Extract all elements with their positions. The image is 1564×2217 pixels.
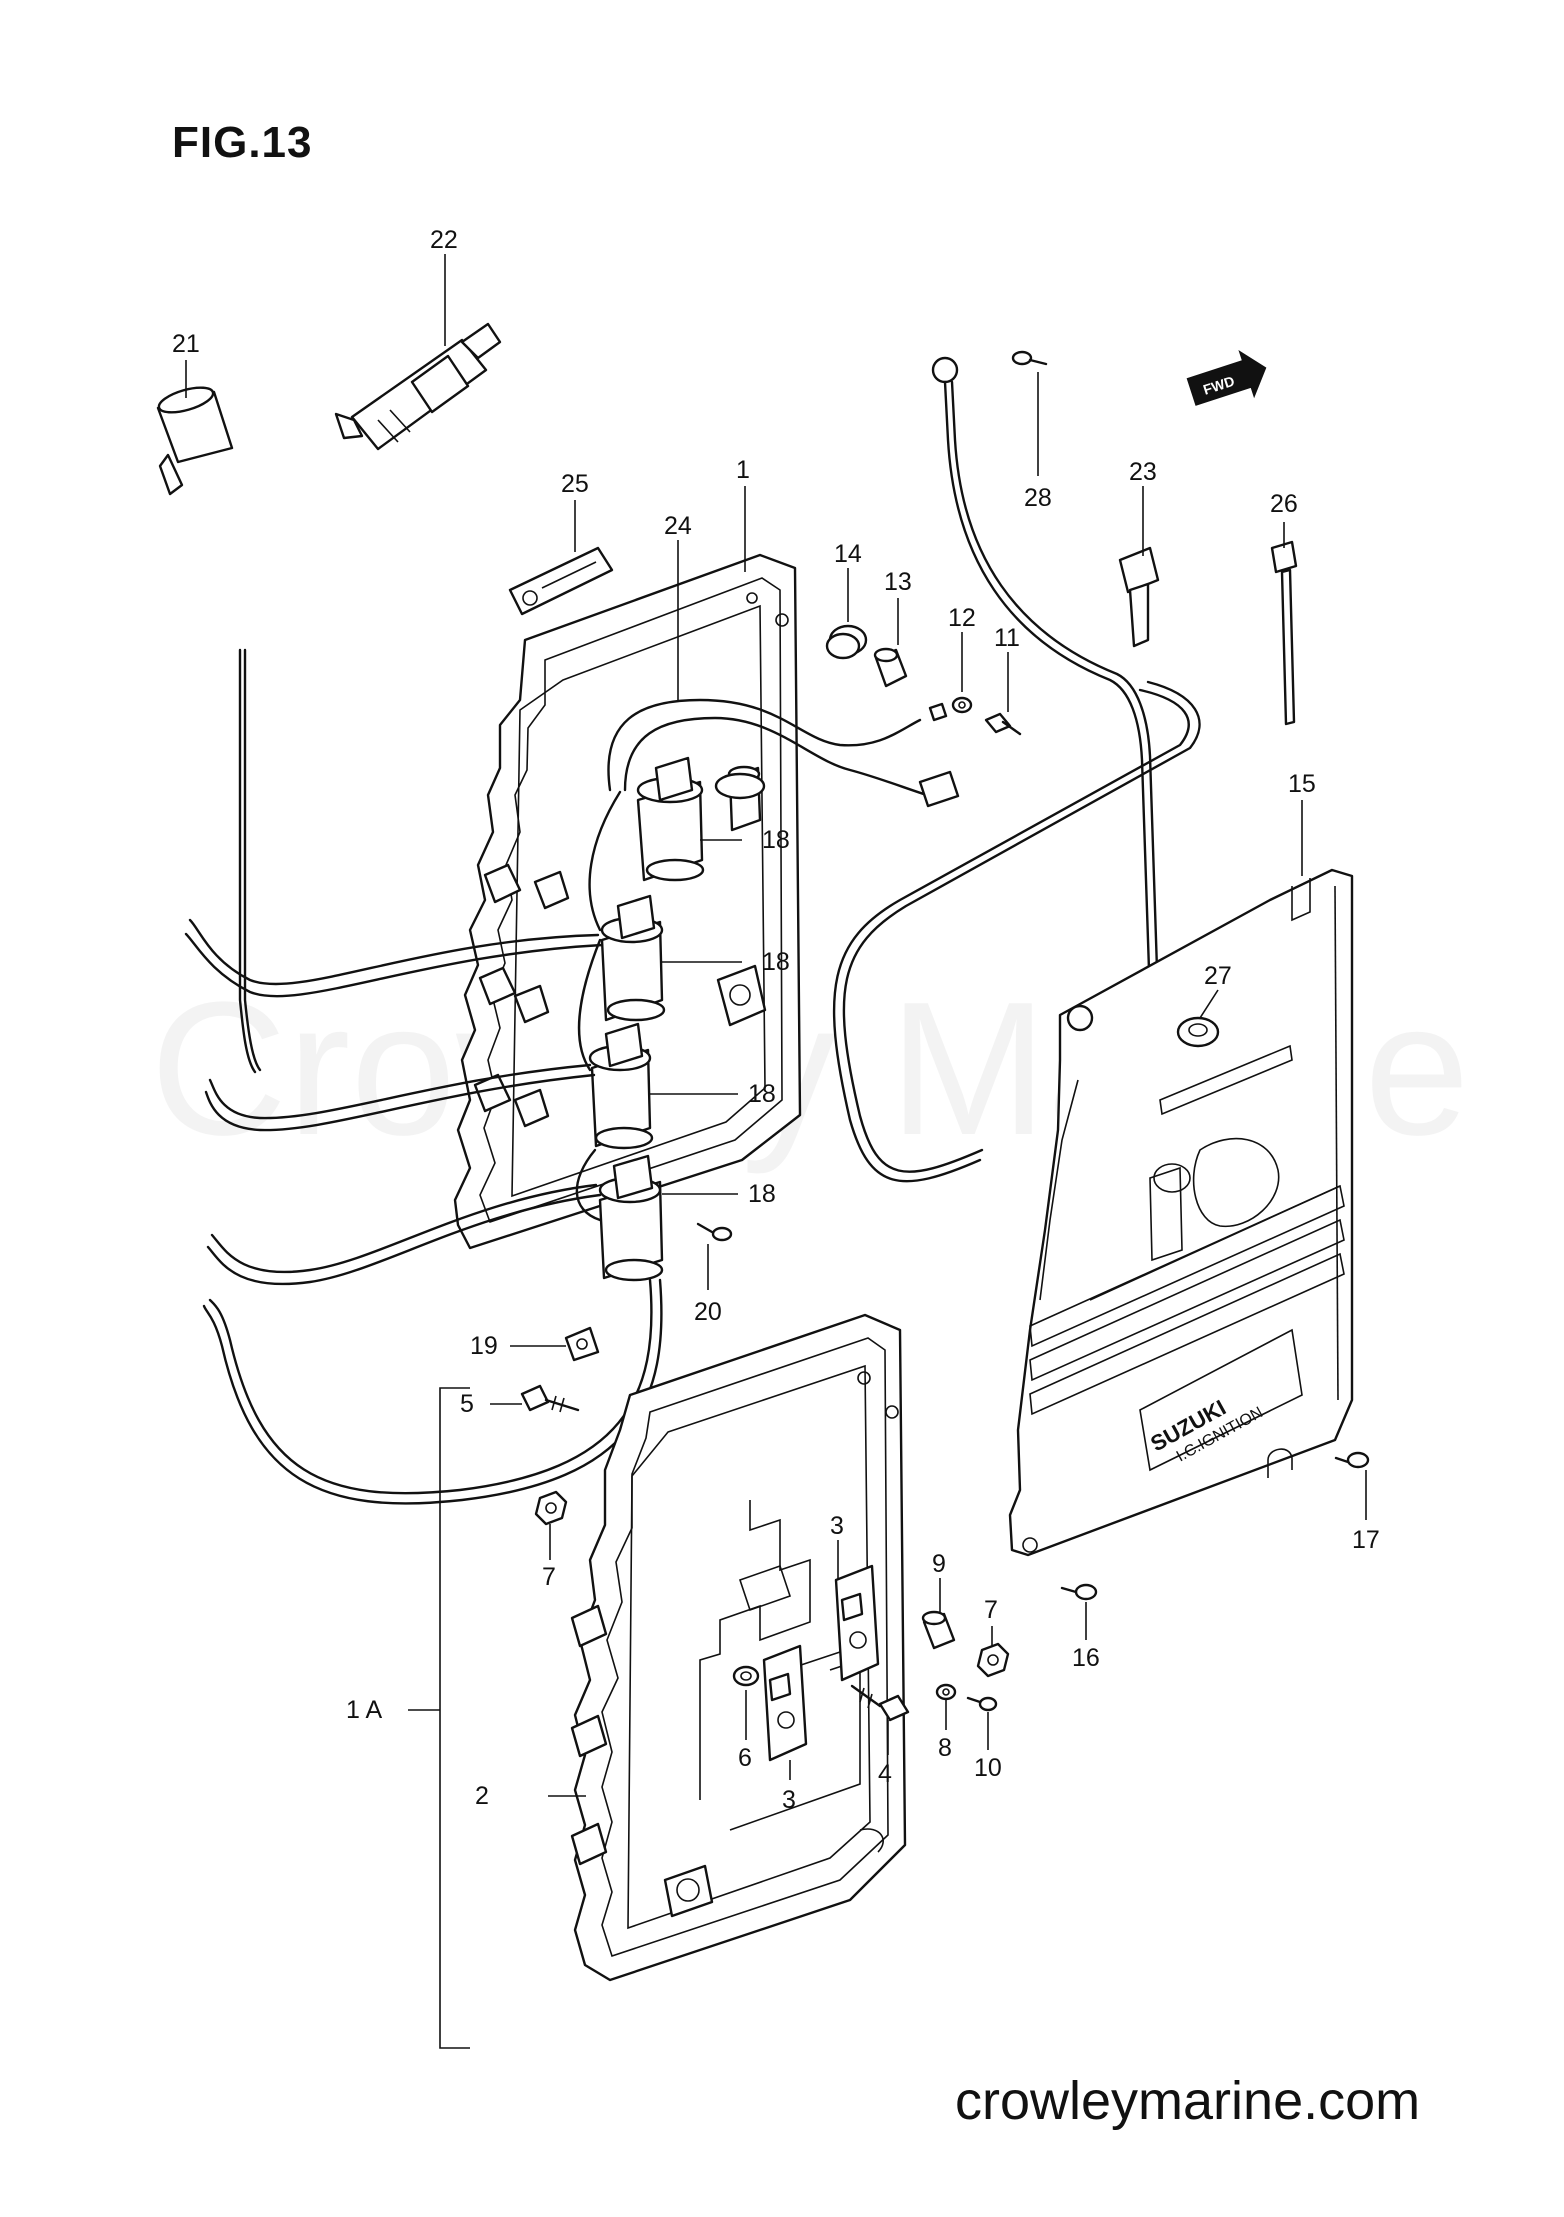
part-10-screw[interactable]: [966, 1696, 998, 1712]
leaders-18: [650, 839, 742, 1195]
callout-11: 11: [994, 624, 1020, 652]
callout-18-c: 18: [748, 1080, 776, 1108]
part-20-screw[interactable]: [696, 1222, 733, 1242]
callout-9: 9: [932, 1550, 946, 1578]
part-11-bolt[interactable]: [984, 712, 1022, 736]
callout-21: 21: [172, 330, 200, 358]
part-18-ignition-coil-3[interactable]: [588, 1022, 654, 1150]
part-18-ignition-coil-4[interactable]: [598, 1154, 664, 1282]
callout-labels: 1 1 A 2 3 3 4 5 6 7 7 8 9 10 11 12 13 14…: [172, 226, 1380, 1814]
callout-6: 6: [738, 1744, 752, 1772]
callout-8: 8: [938, 1734, 952, 1762]
part-23-ground-cable[interactable]: [832, 356, 1201, 1183]
callout-2: 2: [475, 1782, 489, 1810]
part-18-ignition-coil-2[interactable]: [600, 894, 666, 1022]
part-14-grommet[interactable]: [825, 624, 868, 660]
part-28-screw[interactable]: [1011, 350, 1048, 366]
part-13-collar[interactable]: [873, 647, 908, 688]
part-3-bracket-upper[interactable]: [834, 1564, 880, 1682]
callout-1: 1: [736, 456, 750, 484]
part-7-nut-right[interactable]: [976, 1642, 1010, 1678]
part-4-bolt[interactable]: [850, 1684, 910, 1722]
callout-25: 25: [561, 470, 589, 498]
part-8-washer[interactable]: [935, 1683, 957, 1701]
callout-17: 17: [1352, 1526, 1380, 1554]
callout-18-d: 18: [748, 1180, 776, 1208]
part-26-cable-tie[interactable]: [1270, 540, 1298, 726]
callout-15: 15: [1288, 770, 1316, 798]
callout-4: 4: [878, 1760, 892, 1788]
callout-18-a: 18: [762, 826, 790, 854]
callout-7-right: 7: [984, 1596, 998, 1624]
part-12-washer[interactable]: [951, 696, 973, 714]
callout-28: 28: [1024, 484, 1052, 512]
part-9-collar[interactable]: [921, 1610, 956, 1650]
part-17-screw[interactable]: [1334, 1451, 1370, 1469]
part-16-screw[interactable]: [1060, 1583, 1098, 1601]
callout-3-lower: 3: [782, 1786, 796, 1814]
callout-18-b: 18: [762, 948, 790, 976]
callout-14: 14: [834, 540, 862, 568]
callout-1a: 1 A: [346, 1696, 382, 1724]
callout-3-upper: 3: [830, 1512, 844, 1540]
footer-site-url[interactable]: crowleymarine.com: [955, 2071, 1421, 2131]
part-2-base-plate[interactable]: [570, 1313, 907, 1982]
callout-24: 24: [664, 512, 692, 540]
callout-13: 13: [884, 568, 912, 596]
part-1-ignition-base-plate[interactable]: [453, 553, 802, 1250]
part-21-plug-cap[interactable]: [156, 383, 234, 496]
part-6-collar[interactable]: [732, 1665, 760, 1687]
callout-27: 27: [1204, 962, 1232, 990]
callout-20: 20: [694, 1298, 722, 1326]
callout-16: 16: [1072, 1644, 1100, 1672]
part-18-ignition-coil-1[interactable]: [636, 756, 705, 882]
part-3-bracket-lower[interactable]: [762, 1644, 808, 1762]
fig-title: FIG.13: [172, 118, 313, 167]
part-7-nut-left[interactable]: [534, 1490, 568, 1526]
callout-12: 12: [948, 604, 976, 632]
callout-26: 26: [1270, 490, 1298, 518]
callout-23: 23: [1129, 458, 1157, 486]
callout-5: 5: [460, 1390, 474, 1418]
part-25-strap[interactable]: [508, 546, 614, 616]
leader-27: [1199, 989, 1219, 1019]
callout-19: 19: [470, 1332, 498, 1360]
part-22-spark-plug[interactable]: [334, 322, 502, 451]
part-24-wire-harness[interactable]: [575, 698, 960, 1222]
assembly-1a-bracket: [408, 1387, 470, 2049]
callout-7-left: 7: [542, 1563, 556, 1591]
callout-10: 10: [974, 1754, 1002, 1782]
forward-direction-arrow: FWD: [1186, 349, 1267, 406]
part-5-bolt[interactable]: [520, 1384, 580, 1413]
callout-22: 22: [430, 226, 458, 254]
part-19-clip[interactable]: [564, 1326, 600, 1362]
part-15-ignition-cover[interactable]: SUZUKI I.C.IGNITION: [1008, 868, 1354, 1557]
